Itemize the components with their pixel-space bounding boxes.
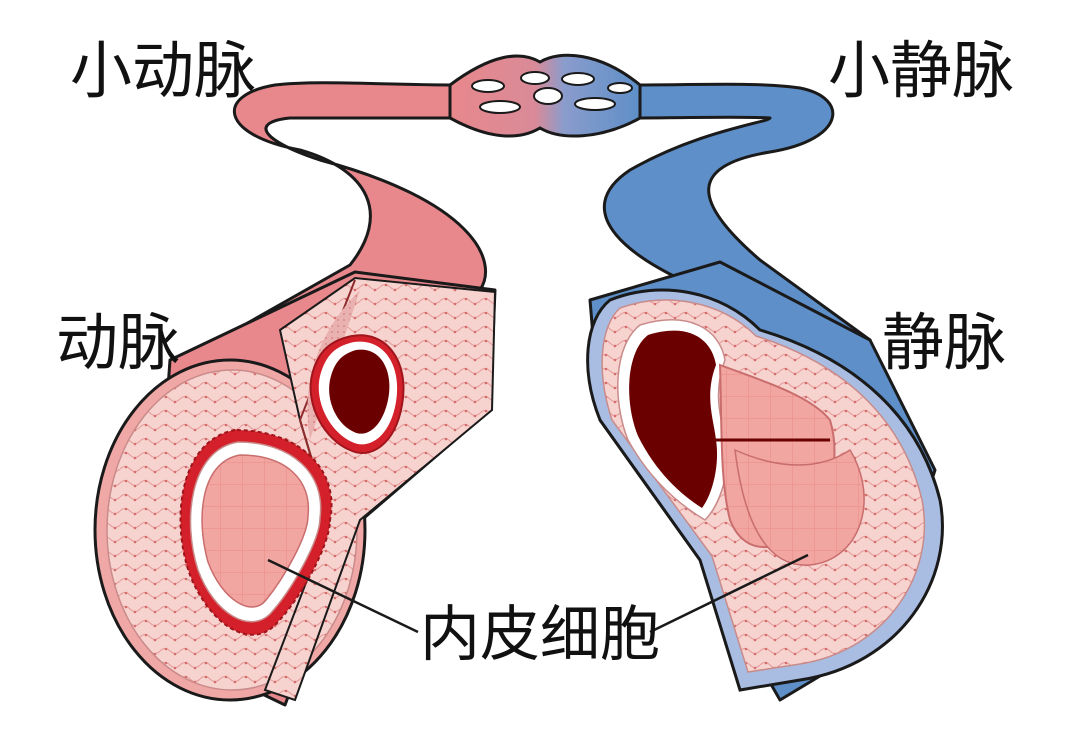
label-endothelial-cells: 内皮细胞 — [420, 600, 660, 670]
capillary-bed — [448, 53, 642, 138]
artery-cross-section — [93, 270, 497, 707]
label-artery: 动脉 — [56, 306, 180, 379]
label-venule: 小静脉 — [828, 34, 1014, 107]
leader-lines — [267, 553, 809, 634]
leader-line-artery — [267, 558, 419, 634]
label-vein: 静脉 — [882, 306, 1006, 379]
label-arteriole: 小动脉 — [70, 34, 256, 107]
vein-cross-section — [586, 260, 944, 702]
leader-line-vein — [649, 553, 809, 634]
